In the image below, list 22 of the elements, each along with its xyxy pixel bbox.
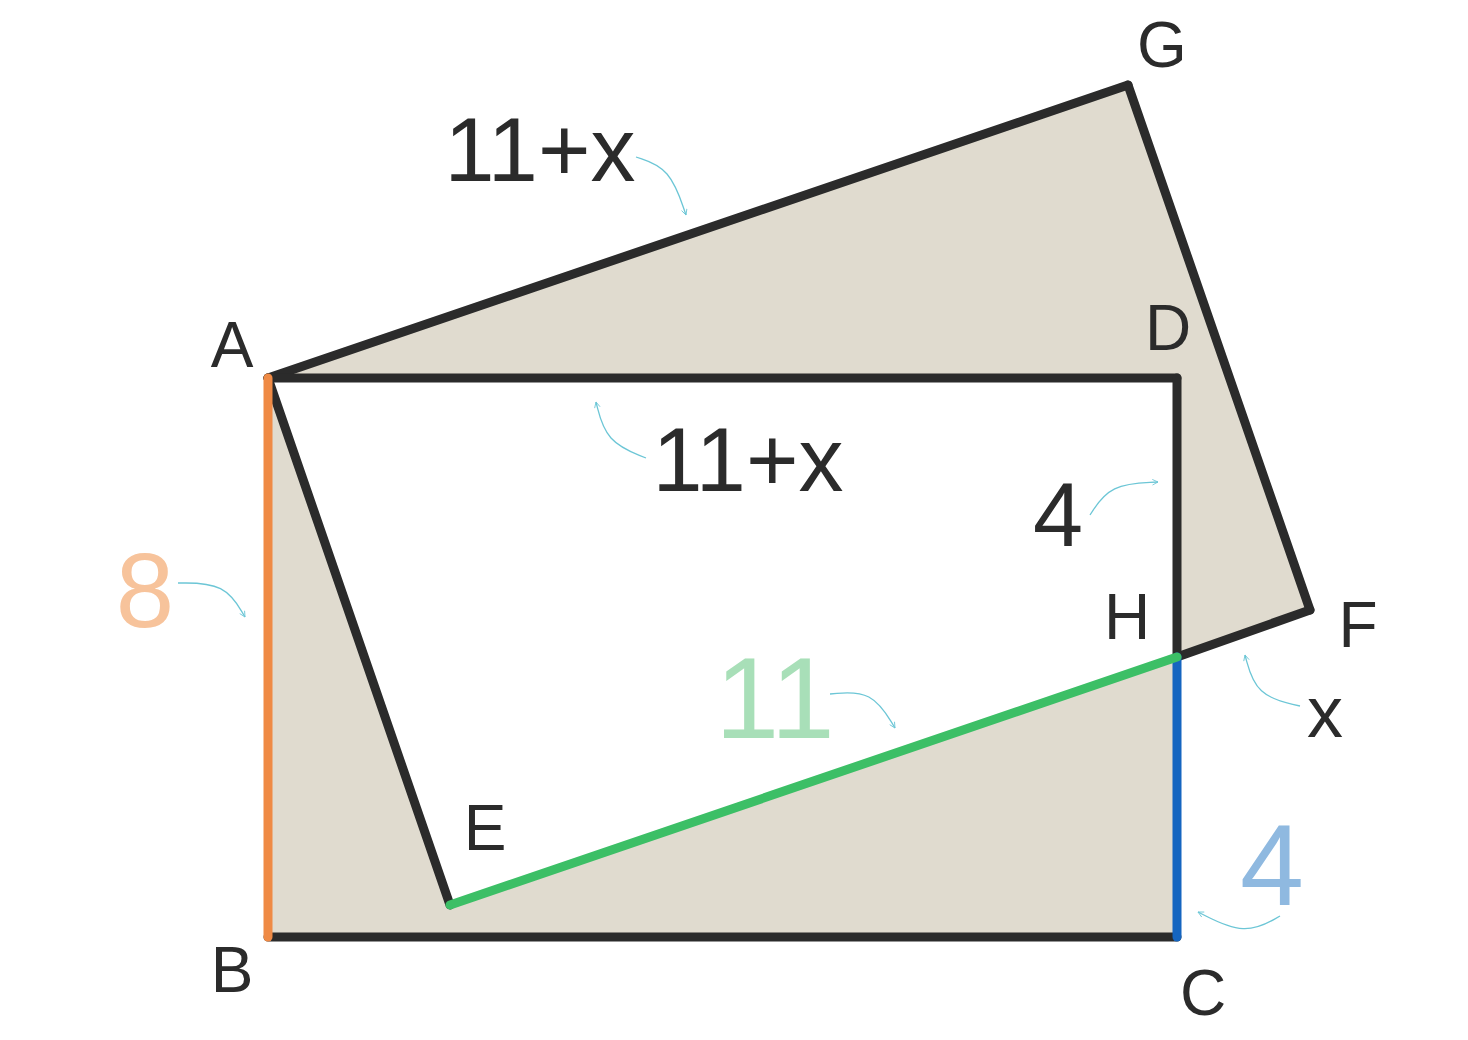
measure-label: 4 xyxy=(1240,807,1304,923)
leader-line xyxy=(635,156,688,216)
leader-line xyxy=(1243,654,1301,707)
vertex-label: H xyxy=(1103,585,1151,649)
leader-line xyxy=(829,692,896,729)
vertex-label: C xyxy=(1179,961,1227,1025)
measure-label: 8 xyxy=(115,537,175,643)
vertex-label: F xyxy=(1338,593,1378,657)
measure-label: 4 xyxy=(1032,470,1084,560)
measure-label: 11+x xyxy=(652,415,844,505)
leader-line xyxy=(1089,479,1159,516)
vertex-label: E xyxy=(463,796,507,860)
measure-label: 11+x xyxy=(444,105,636,195)
measure-label: x xyxy=(1307,676,1343,748)
vertex-label: B xyxy=(210,938,254,1002)
leader-line xyxy=(177,582,246,618)
vertex-label: G xyxy=(1137,13,1187,77)
leader-line xyxy=(594,401,647,459)
leader-line xyxy=(1197,911,1281,930)
vertex-label: A xyxy=(210,313,254,377)
vertex-label: D xyxy=(1144,296,1192,360)
measure-label: 11 xyxy=(715,640,835,756)
